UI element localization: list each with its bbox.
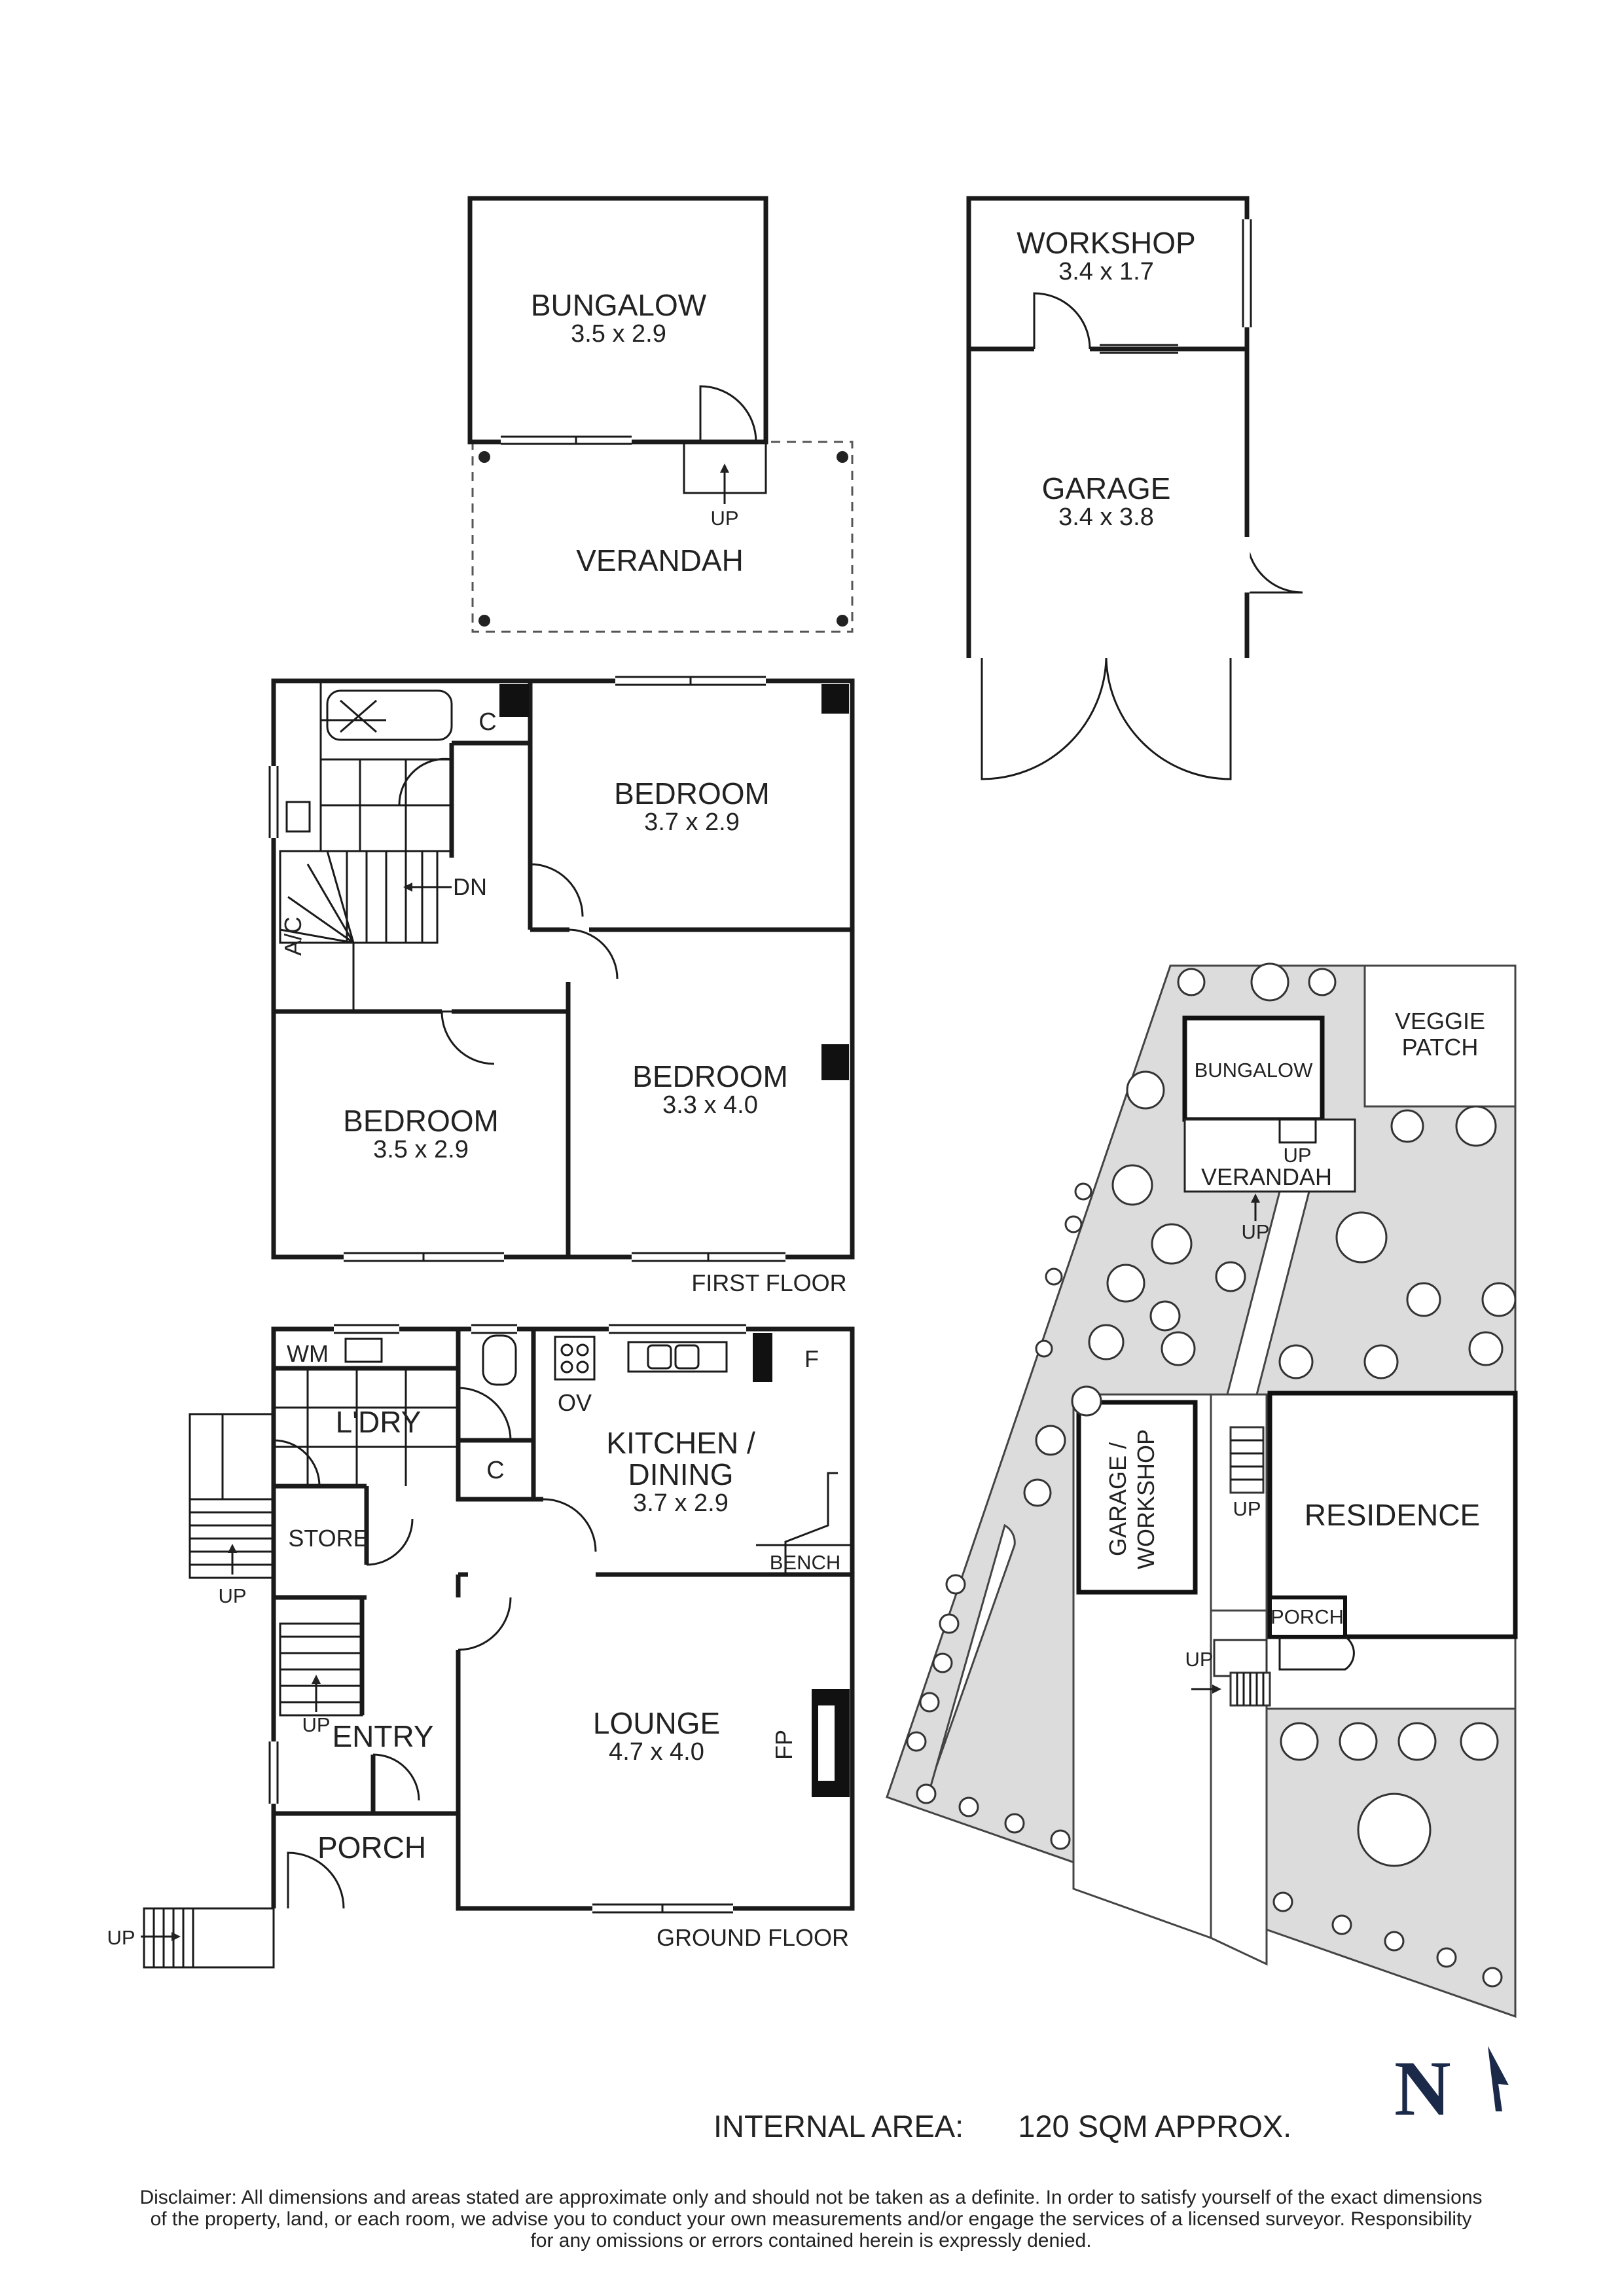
wm-label: WM: [287, 1340, 329, 1367]
entry-stairs-up-label: UP: [302, 1713, 330, 1736]
site-porch-up-label: UP: [1185, 1648, 1213, 1671]
bedroom-3-label: BEDROOM: [343, 1104, 499, 1138]
garage-plan: WORKSHOP 3.4 x 1.7 GARAGE 3.4 x 3.8: [966, 196, 1303, 780]
disclaimer-line-3: for any omissions or errors contained he…: [530, 2230, 1092, 2251]
disclaimer-line-1: Disclaimer: All dimensions and areas sta…: [139, 2187, 1483, 2208]
garage-door-left: [981, 657, 1108, 780]
area-value: 120 SQM APPROX.: [1018, 2109, 1292, 2143]
fireplace-label: FP: [770, 1730, 797, 1760]
site-side-up-label: UP: [1233, 1497, 1261, 1520]
site-porch-label: PORCH: [1271, 1605, 1344, 1628]
garage-label: GARAGE: [1042, 471, 1171, 505]
first-floor-label: FIRST FLOOR: [691, 1269, 846, 1296]
front-door: [287, 1851, 345, 1909]
garage-side-door: [1246, 536, 1303, 594]
site-bungalow-label: BUNGALOW: [1195, 1059, 1314, 1082]
disclaimer-line-2: of the property, land, or each room, we …: [150, 2208, 1472, 2230]
ac-label: A/C: [279, 917, 306, 956]
site-garage-label-line1: GARAGE /: [1104, 1442, 1131, 1556]
bedroom-1-label: BEDROOM: [614, 776, 770, 811]
verandah-label: VERANDAH: [576, 543, 744, 577]
site-trees: [906, 962, 1517, 1988]
bungalow-plan: BUNGALOW 3.5 x 2.9 UP VERANDAH: [467, 196, 854, 633]
stairs-down-label: DN: [453, 873, 487, 900]
workshop-dims: 3.4 x 1.7: [1058, 258, 1154, 285]
north-letter: N: [1394, 2045, 1451, 2132]
garage-walls: [966, 196, 1250, 658]
bedroom-1-door: [530, 863, 584, 917]
first-floor-plan: C DN A/C BEDROOM 3.7 x 2.9 BEDROOM 3.3 x…: [268, 676, 855, 1296]
lounge-label: LOUNGE: [593, 1706, 720, 1740]
verandah-outline: [471, 441, 854, 633]
site-verandah-label: VERANDAH: [1201, 1163, 1332, 1190]
laundry-door: [458, 1387, 512, 1441]
site-verandah: [1183, 1118, 1356, 1193]
bedroom-3-door: [441, 1011, 495, 1065]
site-garage-label-line2: WORKSHOP: [1132, 1429, 1159, 1569]
site-path-up-label: UP: [1241, 1220, 1269, 1243]
bedroom-3-dims: 3.5 x 2.9: [373, 1136, 469, 1163]
site-plan: VEGGIE PATCH BUNGALOW UP VERANDAH UP GAR…: [886, 962, 1518, 2018]
site-porch: [1268, 1595, 1347, 1639]
kitchen-dims: 3.7 x 2.9: [633, 1489, 729, 1517]
kitchen-label-line1: KITCHEN /: [606, 1426, 755, 1460]
laundry-side-door: [273, 1439, 321, 1487]
veggie-label-line2: PATCH: [1402, 1034, 1479, 1061]
disclaimer: Disclaimer: All dimensions and areas sta…: [72, 2187, 1550, 2251]
lounge-dims: 4.7 x 4.0: [609, 1738, 704, 1766]
bungalow-door: [699, 385, 757, 443]
site-residence-label: RESIDENCE: [1305, 1498, 1480, 1532]
side-steps-up-label: UP: [218, 1584, 246, 1607]
oven-label: OV: [558, 1389, 592, 1416]
bedroom-2-door: [568, 928, 619, 979]
cupboard-first-label: C: [478, 708, 496, 736]
site-bungalow: [1182, 1015, 1325, 1122]
veggie-patch: [1363, 964, 1517, 1108]
cupboard-ground-label: C: [486, 1457, 504, 1484]
kitchen-door: [543, 1498, 597, 1552]
fridge-label: F: [804, 1345, 819, 1372]
front-steps-up-label: UP: [107, 1926, 135, 1949]
garage-door-right: [1105, 657, 1232, 780]
internal-area: INTERNAL AREA: 120 SQM APPROX.: [713, 2108, 1291, 2144]
bedroom-1-dims: 3.7 x 2.9: [644, 809, 740, 836]
laundry-label: L'DRY: [336, 1405, 422, 1439]
ground-floor-plan: WM L'DRY C OV F KITCHEN / DINING 3.7 x 2…: [107, 1324, 855, 1969]
site-verandah-up-label: UP: [1283, 1144, 1311, 1167]
north-pointer-icon: [1488, 2046, 1509, 2111]
bench-label: BENCH: [770, 1551, 841, 1574]
entry-label: ENTRY: [332, 1719, 433, 1753]
garage-dims: 3.4 x 3.8: [1058, 503, 1154, 531]
north-arrow: N: [1394, 2043, 1525, 2134]
bedroom-2-dims: 3.3 x 4.0: [662, 1091, 758, 1119]
workshop-door: [1033, 292, 1091, 350]
bedroom-2-label: BEDROOM: [632, 1059, 788, 1093]
porch-label: PORCH: [317, 1831, 426, 1865]
area-label: INTERNAL AREA:: [713, 2109, 964, 2143]
bungalow-label: BUNGALOW: [531, 288, 707, 322]
site-garage: [1076, 1400, 1198, 1595]
first-floor-walls: [271, 678, 855, 1260]
workshop-label: WORKSHOP: [1017, 226, 1195, 260]
ground-floor-label: GROUND FLOOR: [657, 1924, 849, 1951]
veggie-label-line1: VEGGIE: [1395, 1008, 1485, 1034]
bungalow-dims: 3.5 x 2.9: [571, 320, 666, 348]
store-label: STORE: [288, 1525, 369, 1552]
kitchen-label-line2: DINING: [628, 1457, 734, 1491]
verandah-up-label: UP: [710, 507, 738, 530]
